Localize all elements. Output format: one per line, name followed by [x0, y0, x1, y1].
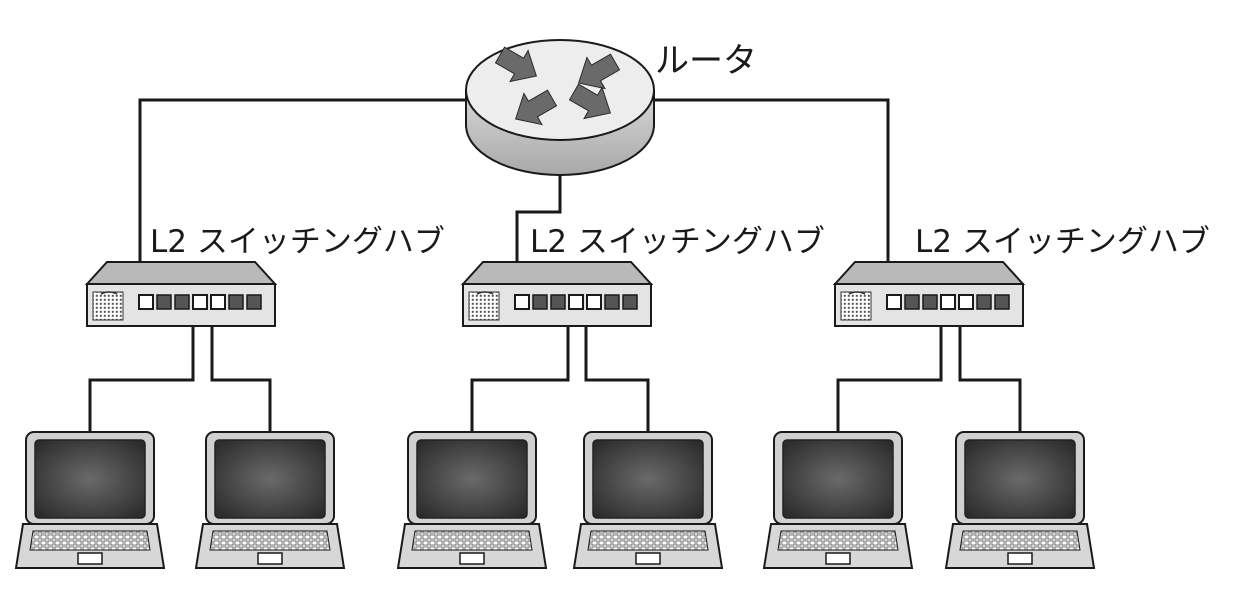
switch-label-2: L2 スイッチングハブ: [530, 224, 825, 260]
laptop-icon: [945, 431, 1095, 569]
router-icon: [465, 38, 655, 176]
router-label: ルータ: [655, 41, 757, 81]
laptop-icon: [573, 431, 723, 569]
laptop-icon: [763, 431, 913, 569]
switch-label-3: L2 スイッチングハブ: [915, 224, 1210, 260]
laptop-icon: [15, 431, 165, 569]
laptop-icon: [397, 431, 547, 569]
connection-lines: [88, 98, 1022, 432]
switch-icon: [86, 261, 276, 327]
switch-icon: [462, 261, 652, 327]
switch-label-1: L2 スイッチングハブ: [150, 224, 445, 260]
switch-icon: [834, 261, 1024, 327]
laptop-icon: [195, 431, 345, 569]
